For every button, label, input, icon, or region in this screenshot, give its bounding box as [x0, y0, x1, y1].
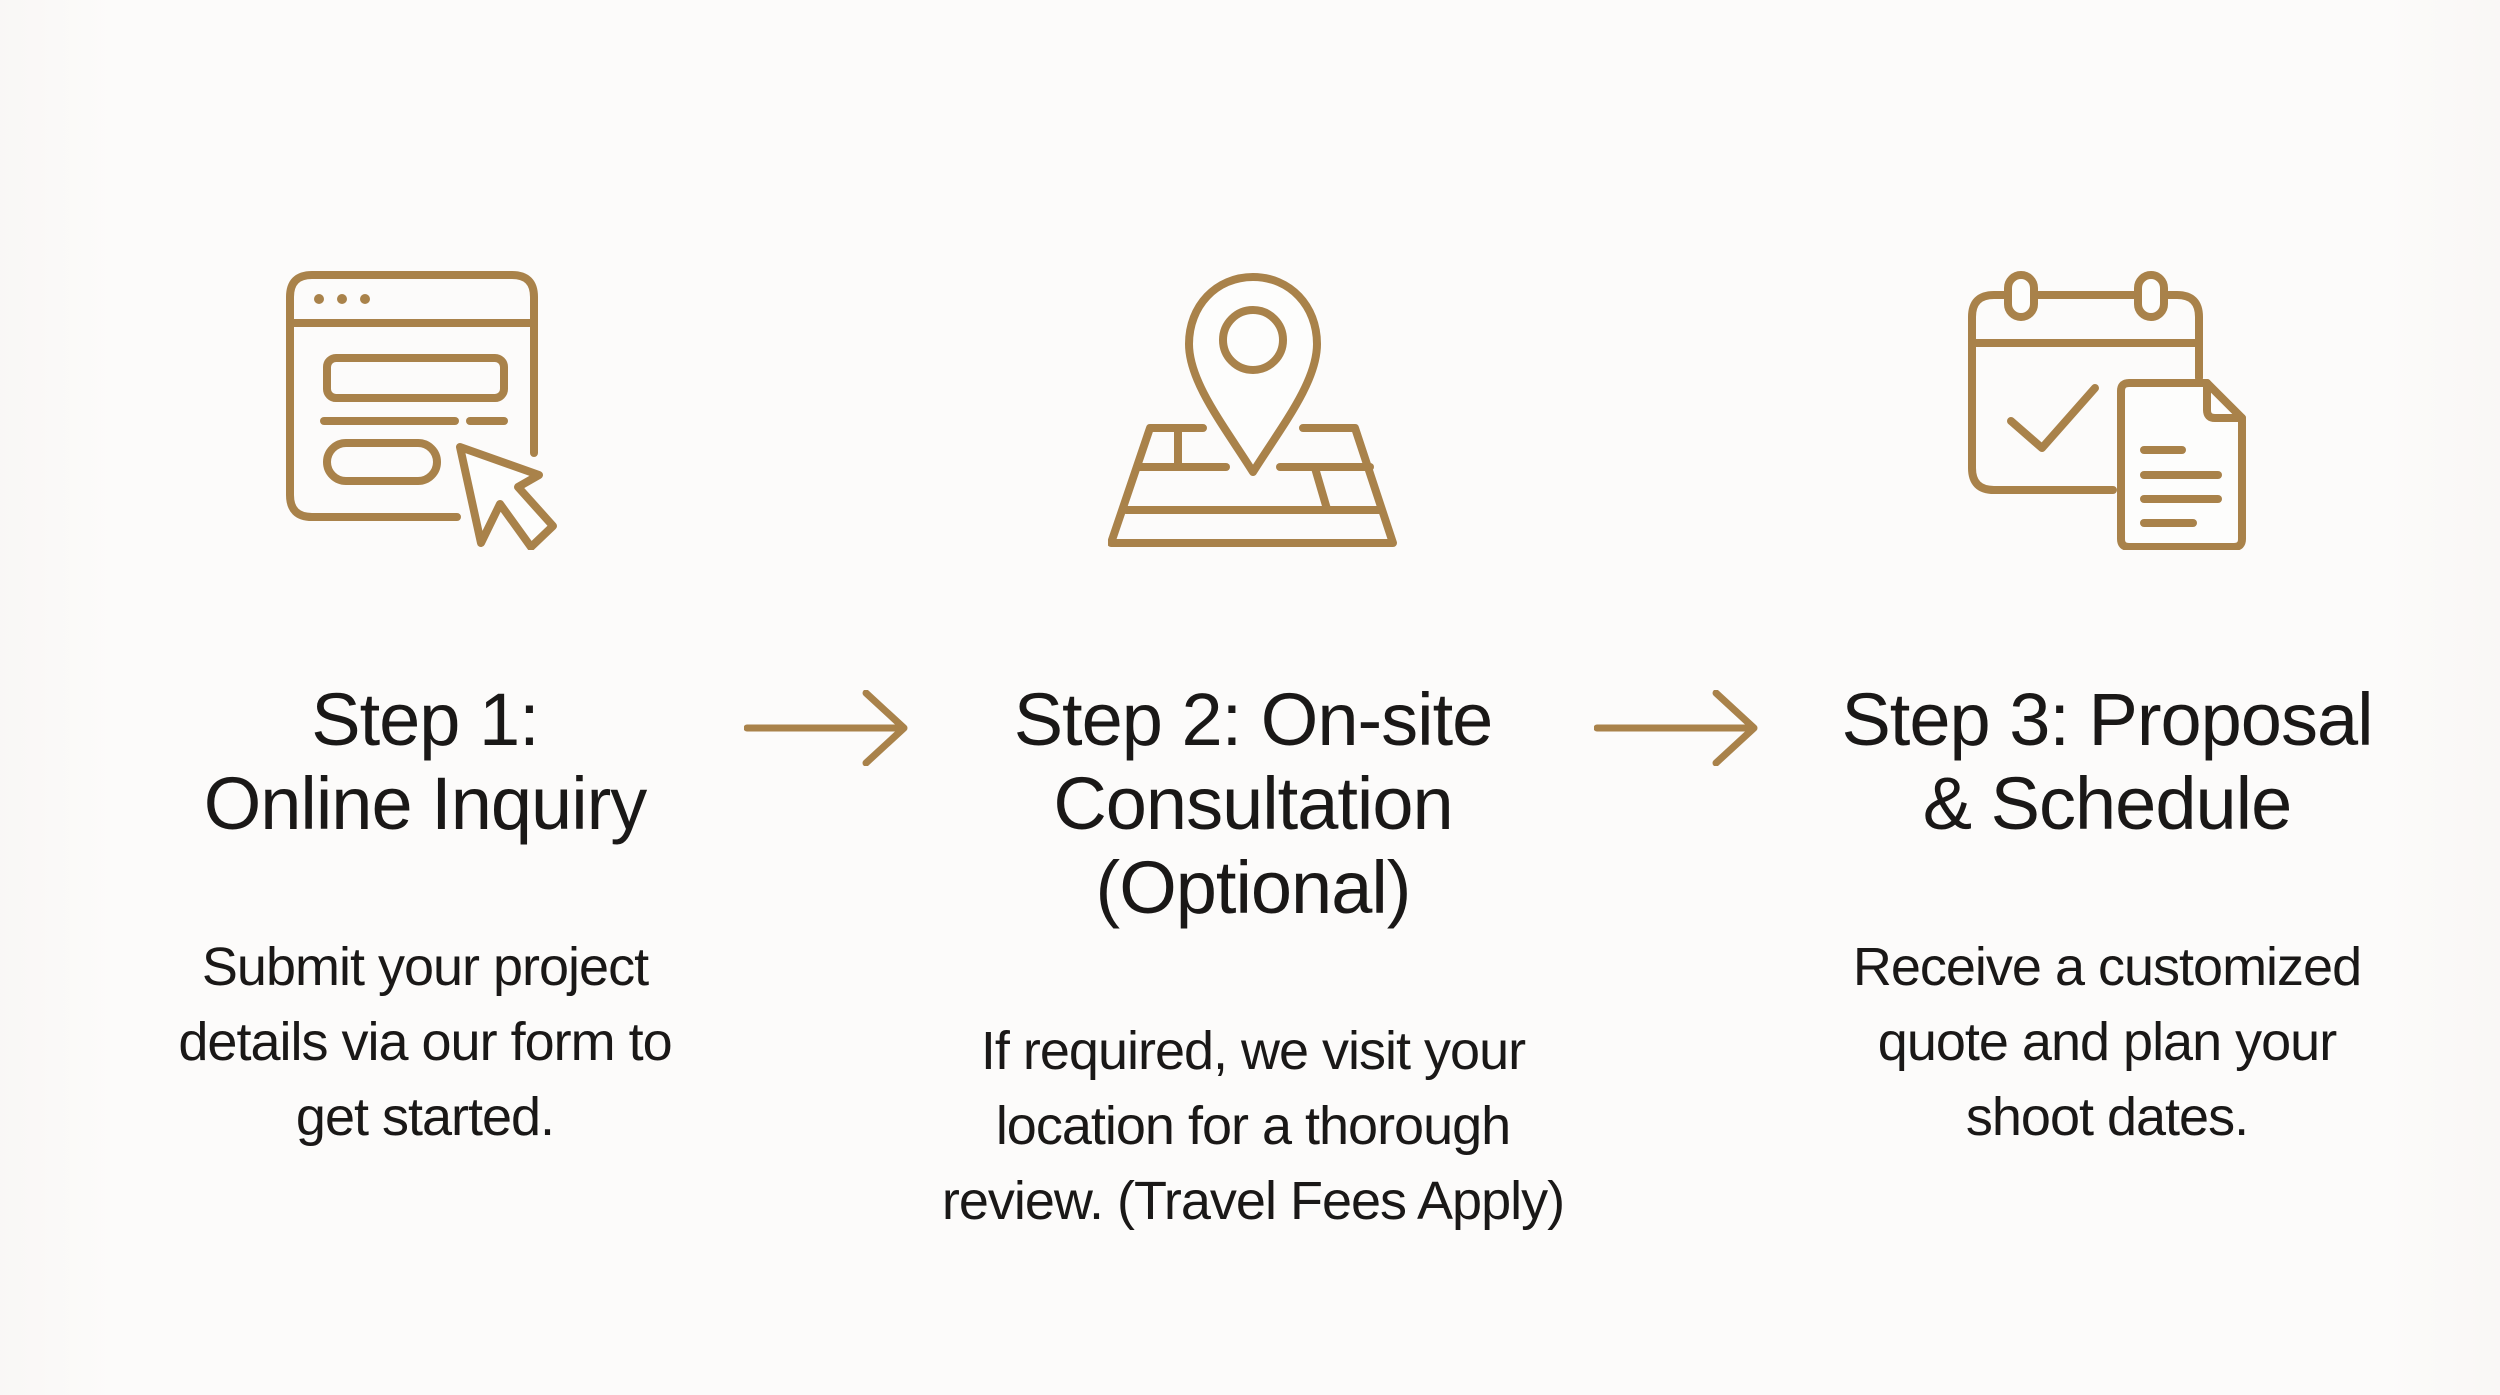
- step-title-line: Consultation: [1053, 762, 1453, 845]
- browser-form-icon: [285, 268, 565, 550]
- step-2-description: If required, we visit your location for …: [913, 1014, 1593, 1239]
- step-desc-line: Submit your project: [201, 937, 649, 997]
- step-2-title: Step 2: On-site Consultation (Optional): [913, 678, 1593, 930]
- step-1-column: Step 1: Online Inquiry Submit your proje…: [85, 0, 765, 1395]
- step-3-title: Step 3: Proposal & Schedule: [1767, 678, 2447, 846]
- arrow-right-icon: [743, 689, 914, 767]
- step-3-text: Step 3: Proposal & Schedule Receive a cu…: [1767, 678, 2447, 1155]
- step-2-text: Step 2: On-site Consultation (Optional) …: [913, 678, 1593, 1239]
- map-pin-icon: [1108, 268, 1398, 550]
- step-1-title: Step 1: Online Inquiry: [85, 678, 765, 846]
- step-1-description: Submit your project details via our form…: [85, 930, 765, 1155]
- step-desc-line: shoot dates.: [1965, 1087, 2249, 1147]
- arrow-right-icon: [1593, 689, 1764, 767]
- step-1-text: Step 1: Online Inquiry Submit your proje…: [85, 678, 765, 1155]
- step-title-line: Step 2: On-site: [1013, 678, 1494, 761]
- step-desc-line: quote and plan your: [1877, 1012, 2337, 1072]
- step-desc-line: details via our form to: [178, 1012, 672, 1072]
- step-desc-line: location for a thorough: [995, 1096, 1511, 1156]
- step-3-column: Step 3: Proposal & Schedule Receive a cu…: [1767, 0, 2447, 1395]
- step-title-line: & Schedule: [1922, 762, 2293, 845]
- step-title-line: (Optional): [1095, 846, 1412, 929]
- calendar-document-icon: [1967, 268, 2247, 550]
- step-title-line: Step 3: Proposal: [1841, 678, 2373, 761]
- step-desc-line: get started.: [295, 1087, 555, 1147]
- step-3-description: Receive a customized quote and plan your…: [1767, 930, 2447, 1155]
- step-title-line: Online Inquiry: [203, 762, 648, 845]
- step-desc-line: If required, we visit your: [980, 1021, 1526, 1081]
- step-desc-line: Receive a customized: [1852, 937, 2362, 997]
- step-title-line: Step 1:: [311, 678, 540, 761]
- step-desc-line: review. (Travel Fees Apply): [941, 1171, 1565, 1231]
- step-2-column: Step 2: On-site Consultation (Optional) …: [913, 0, 1593, 1395]
